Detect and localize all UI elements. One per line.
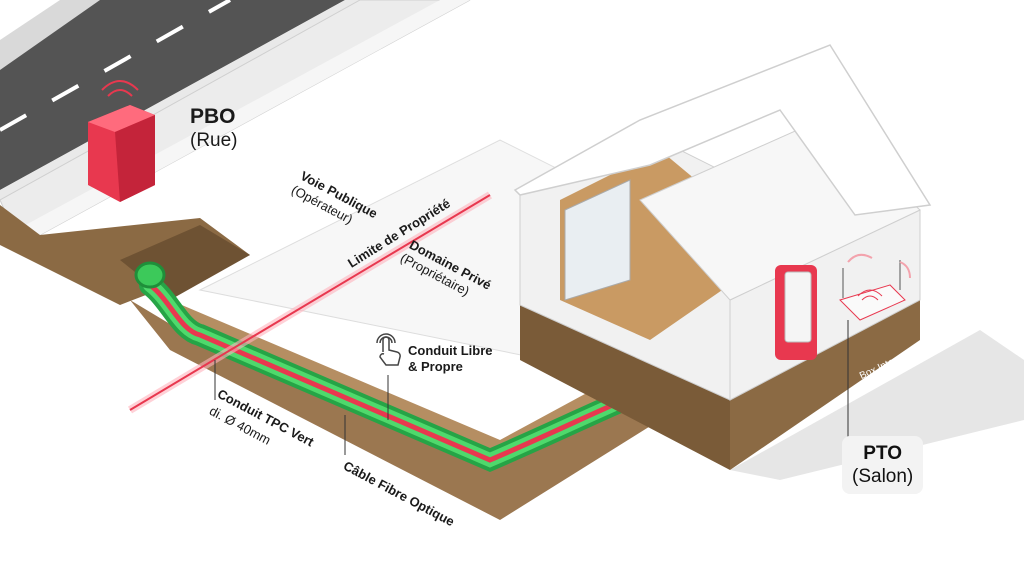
property-boundary-line <box>127 191 493 414</box>
conduit-free-line2: & Propre <box>408 359 463 374</box>
pto-card: PTO (Salon) <box>842 436 924 494</box>
pbo-title: PBO <box>190 105 236 128</box>
conduit-free-line1: Conduit Libre <box>408 343 493 358</box>
pbo-subtitle: (Rue) <box>190 130 238 151</box>
pto-title: PTO <box>863 443 902 464</box>
conduit-entry <box>134 261 166 289</box>
pto-subtitle: (Salon) <box>852 466 914 487</box>
hand-tap-icon <box>376 333 401 366</box>
trench <box>130 300 660 520</box>
house <box>513 44 1024 480</box>
soil-section <box>0 205 250 305</box>
pbo-cabinet <box>88 80 155 202</box>
